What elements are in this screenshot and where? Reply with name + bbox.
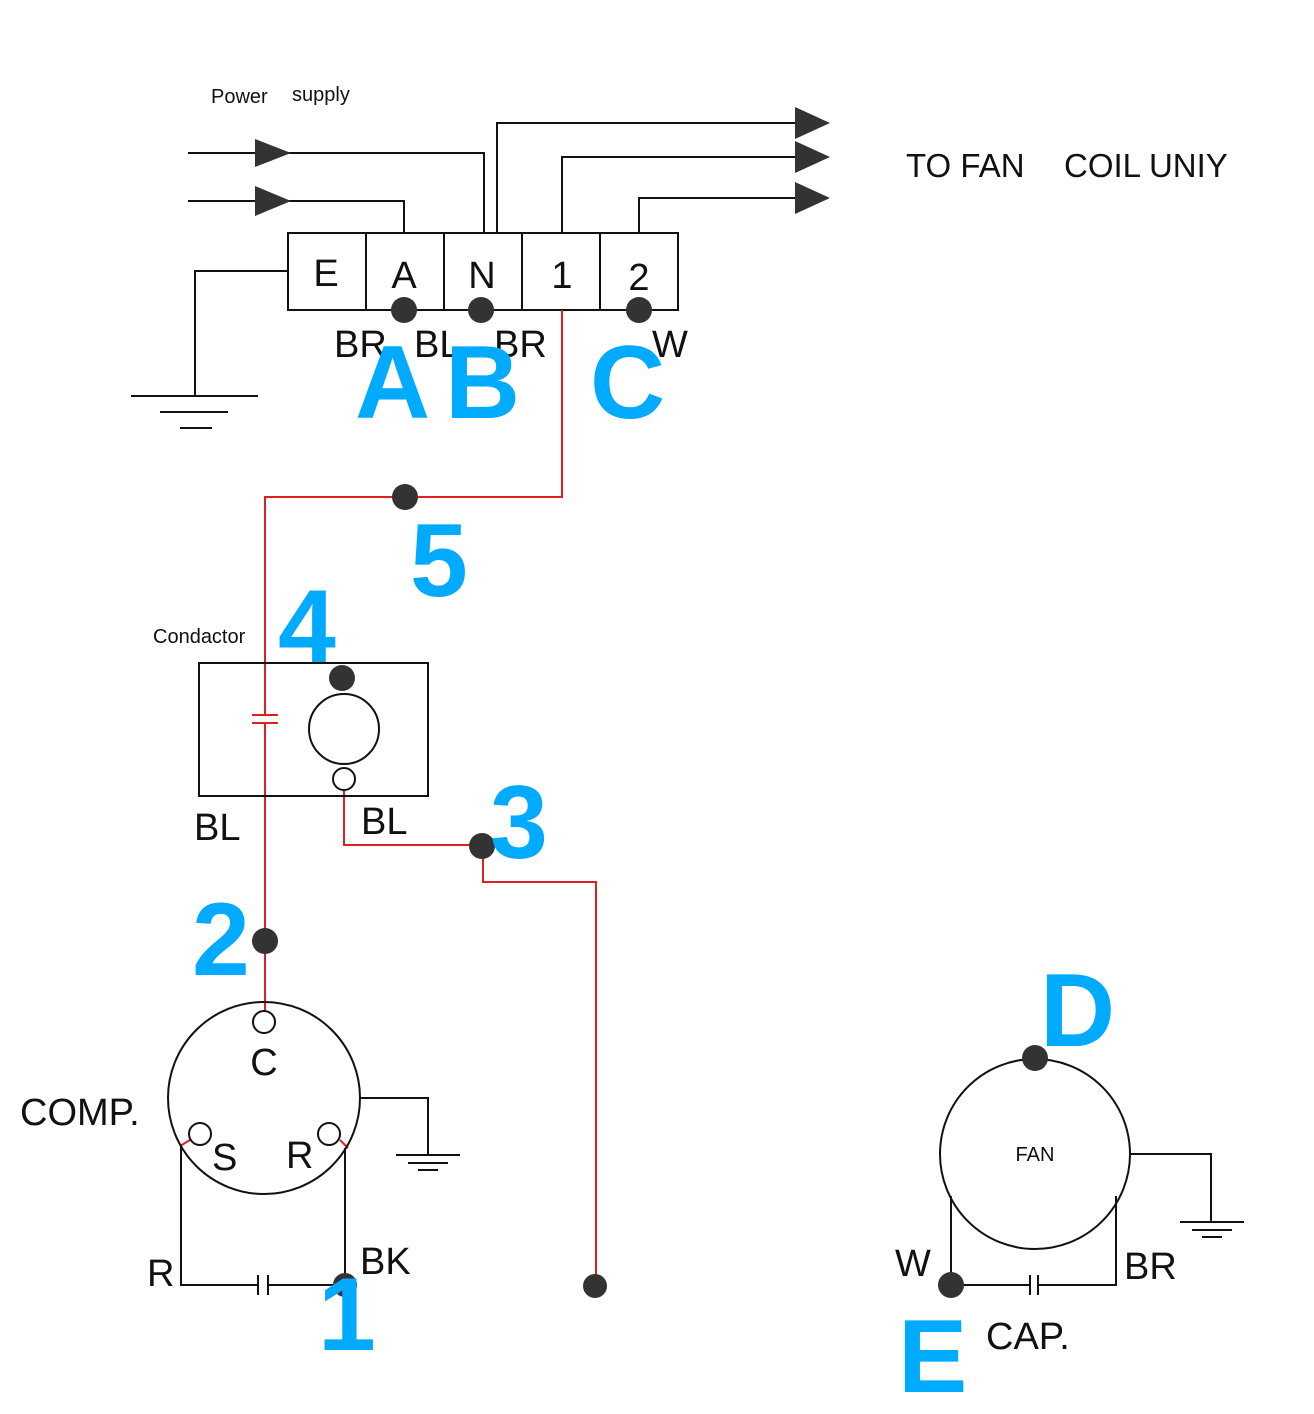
to-fan-label: TO FAN [906,147,1025,184]
cap-label: CAP. [986,1316,1070,1358]
condactor-label: Condactor [153,626,246,648]
wire-w-label: W [652,324,688,366]
marker-2: 2 [192,882,250,998]
dot-4 [329,665,355,691]
dot-b [468,297,494,323]
wire-r-label: R [147,1253,174,1295]
fan-label: FAN [1016,1144,1055,1166]
fan-w-label: W [895,1243,931,1285]
fan-br-label: BR [1124,1246,1177,1288]
arrow-icon [255,139,291,167]
comp-label: COMP. [20,1092,140,1134]
arrow-icon [795,107,830,139]
terminal-e: E [313,253,338,295]
marker-d: D [1040,953,1115,1069]
arrow-icon [255,186,291,216]
dot-1 [333,1273,357,1297]
terminal-a: A [391,255,417,297]
dot-end [583,1274,607,1298]
dot-2 [252,928,278,954]
marker-3: 3 [490,765,548,881]
marker-c: C [590,325,665,441]
power-supply-arrows [255,139,291,216]
power-label: Power [211,86,268,108]
connection-dots [252,297,1048,1298]
marker-5: 5 [410,503,468,619]
fan-motor [939,1058,1244,1295]
comp-s-label: S [212,1137,237,1179]
comp-r-label: R [286,1135,313,1177]
arrow-icon [795,182,830,214]
terminal-2: 2 [628,257,649,299]
fan-coil-arrows [795,107,830,214]
power-supply-lines [188,152,485,233]
condactor-box [198,662,429,797]
arrow-icon [795,141,830,173]
dot-d [1022,1045,1048,1071]
terminal-1: 1 [551,255,572,297]
bl-right-label: BL [361,801,407,843]
marker-1: 1 [318,1257,376,1373]
dot-a [391,297,417,323]
coil-unit-label: COIL UNIY [1064,147,1228,184]
dot-e [938,1272,964,1298]
bl-left-label: BL [194,807,240,849]
marker-a: A [355,325,430,441]
earth-symbol [131,270,288,429]
marker-b: B [445,325,520,441]
supply-label: supply [292,84,350,106]
marker-e: E [898,1299,967,1414]
terminal-n: N [468,255,495,297]
wire-br-label: BR [334,324,387,366]
dot-c [626,297,652,323]
comp-c-label: C [250,1042,277,1084]
dot-3 [469,833,495,859]
marker-4: 4 [278,569,336,685]
dot-5 [392,484,418,510]
fan-coil-lines [496,122,800,233]
wire-br2-label: BR [494,324,547,366]
wire-bl-label: BL [414,324,460,366]
wire-bk-label: BK [360,1241,411,1283]
